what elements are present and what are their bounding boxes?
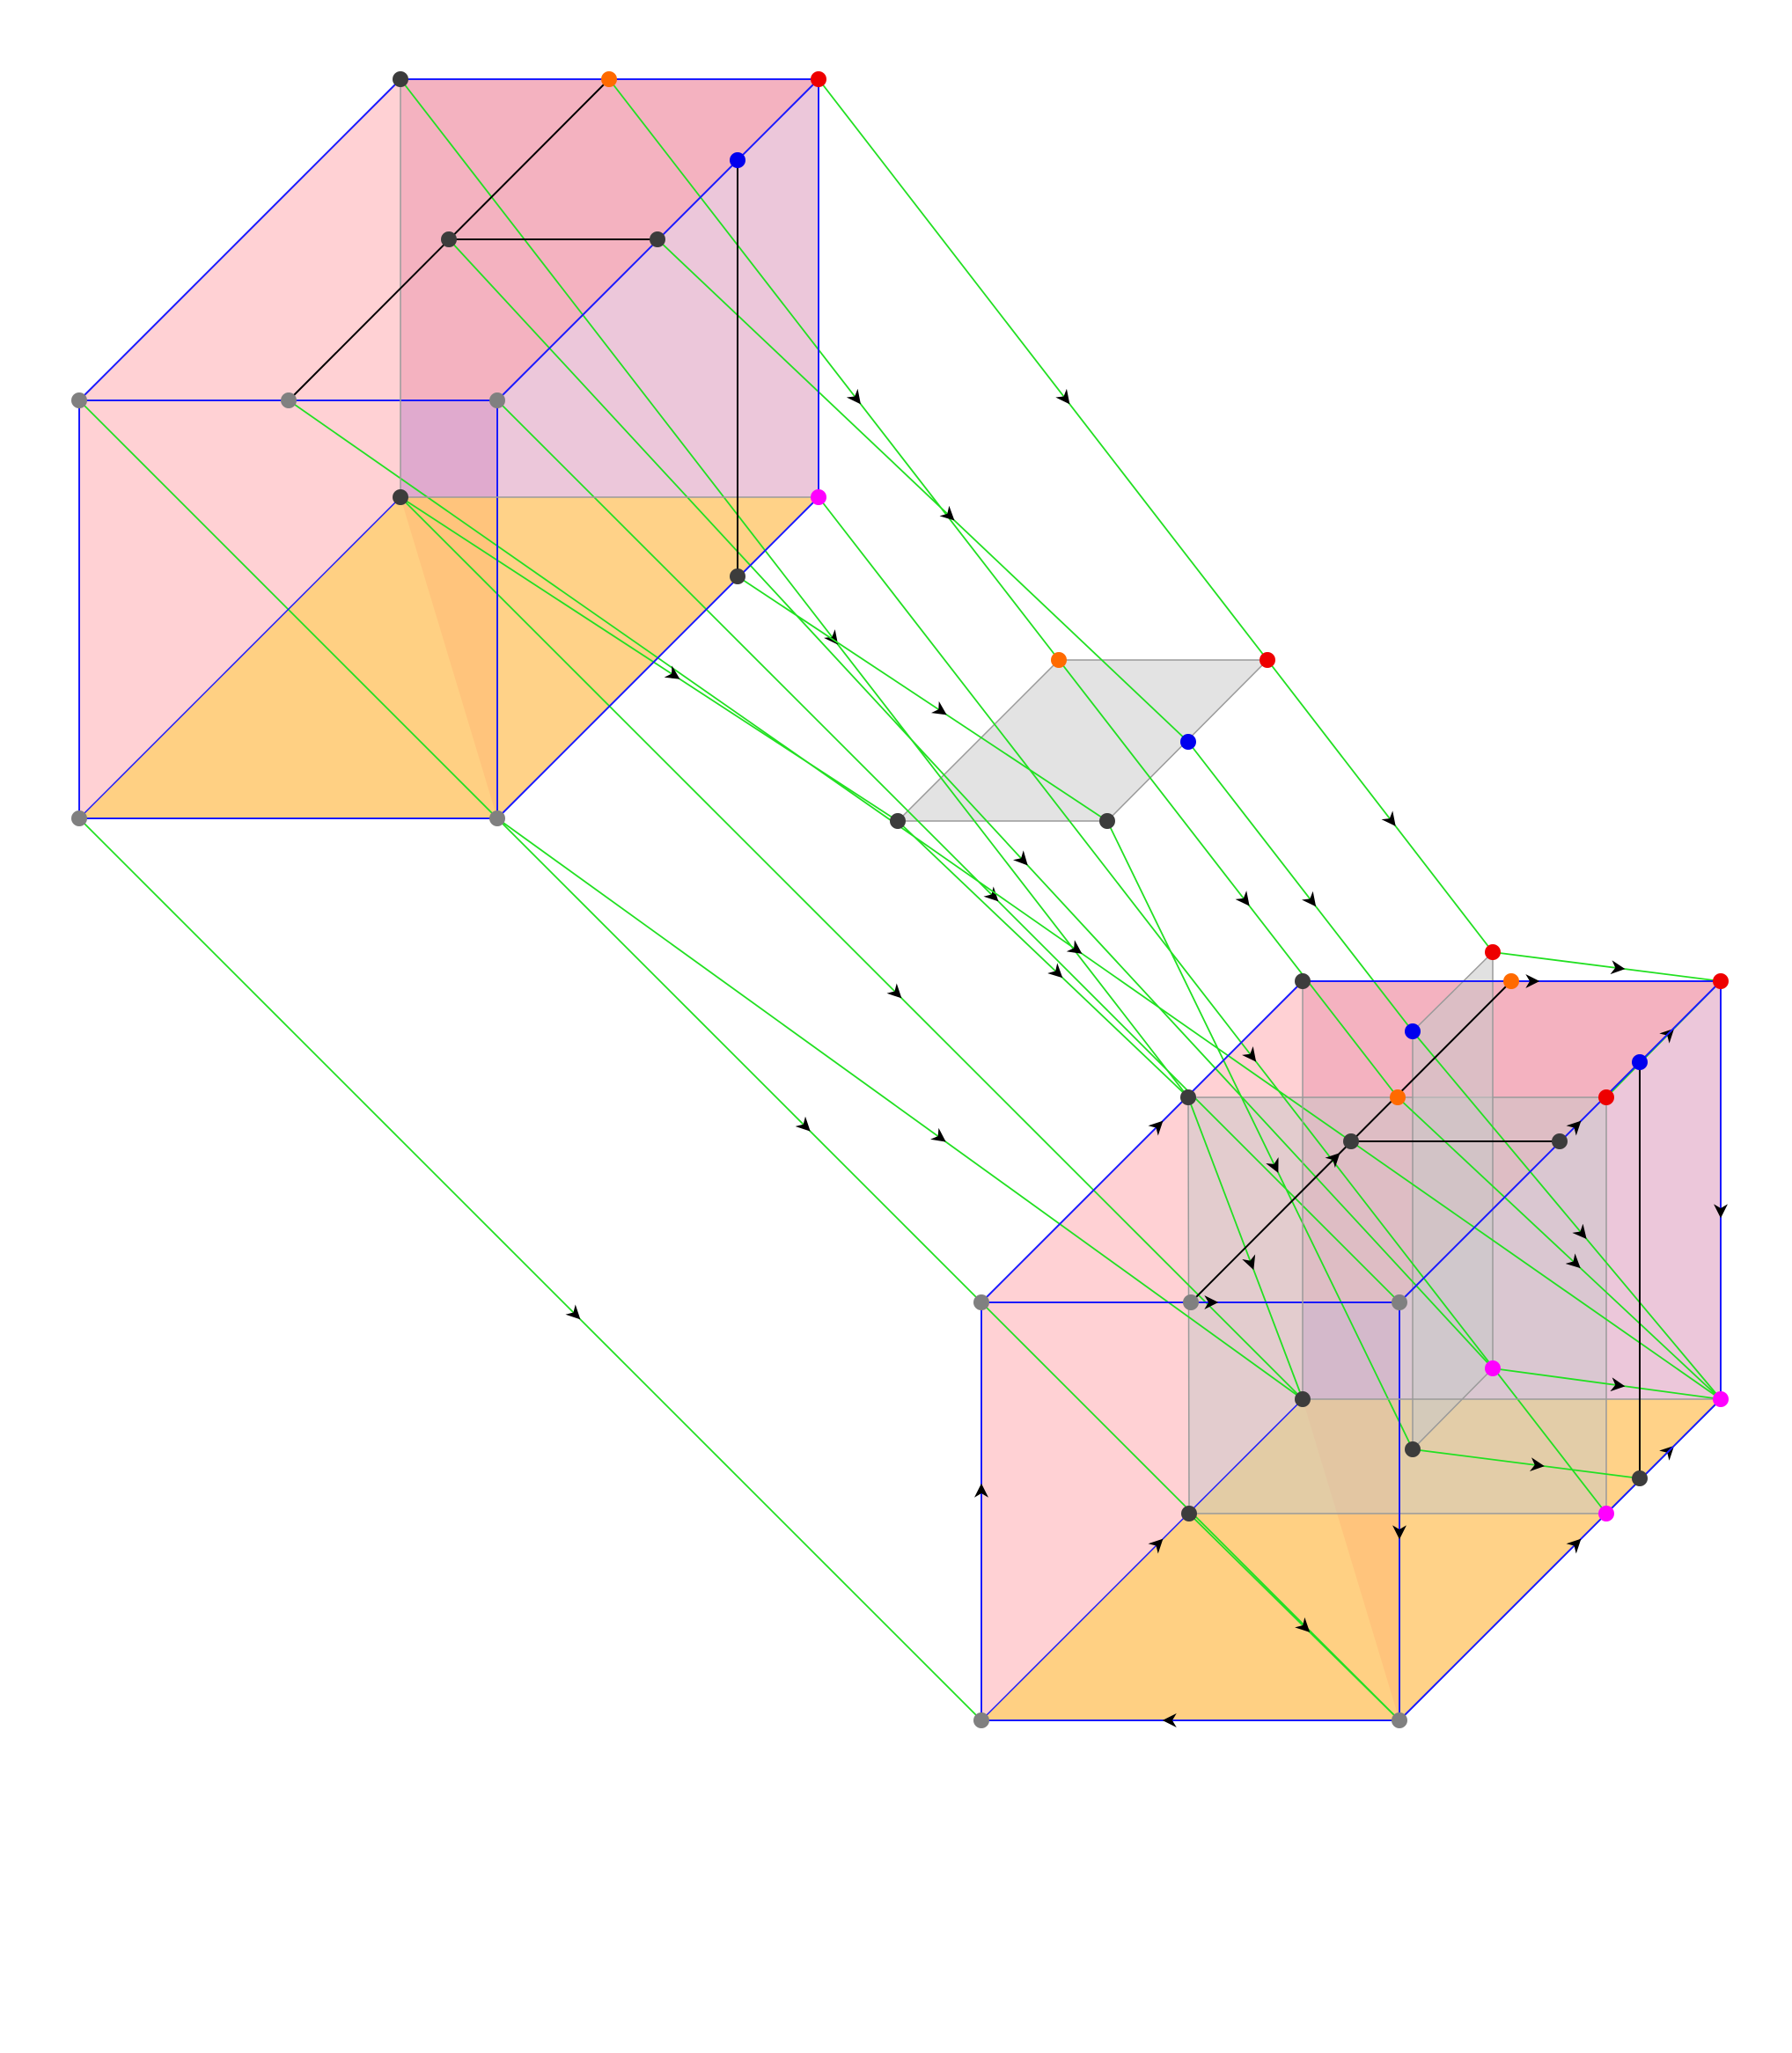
cube-a-node-back-bottom-left [393,489,408,505]
vertical-node-red [1598,1089,1614,1105]
cube-a-node-back-top-left [393,71,408,87]
side-node-blue [1405,1023,1421,1039]
cube-b-node-blue [1632,1054,1648,1070]
middle-node-blue [1180,734,1196,750]
vertical-node-magenta [1598,1506,1614,1521]
middle-node-red [1260,652,1275,668]
side-node-dark [1405,1441,1421,1457]
projection-line-5 [400,78,1189,1098]
cube-a-node-inner-bottom [730,568,745,584]
projection-line-13 [448,238,1494,1369]
projection-line-23 [897,820,1189,1098]
projection-line-10 [818,496,1607,1514]
cube-b-node-top-orange [1503,973,1519,989]
cube-a-hidden-edge-depth [78,496,401,819]
cube-a-node-back-bottom-right [811,489,826,505]
cube-a-edge-9 [496,496,819,819]
faces-layer [79,79,1721,1720]
projection-line-28 [1492,1367,1722,1400]
projection-line-1 [78,818,982,1721]
cube-b-node-inner-right [1552,1133,1568,1149]
projection-line-19 [1058,659,1399,1098]
projection-line-14 [400,496,899,822]
cube-b-hidden-edge-depth [980,1398,1304,1721]
projection-lines-layer [78,78,1722,1721]
cube-a-node-front-top-mid [281,392,297,408]
cube-b-node-back-bottom-left [1295,1391,1311,1407]
projection-line-9 [400,496,1304,1400]
cube-b-node-back-top-right [1713,973,1729,989]
cube-a-overlap-face [400,400,497,497]
cube-b-node-front-top-left [973,1294,989,1310]
projection-line-7 [818,78,1268,661]
vertical-node-orange [1390,1089,1406,1105]
projection-line-12 [288,400,1722,1400]
cube-b-node-front-top-mid [1183,1294,1199,1310]
cube-a-node-top-orange [601,71,617,87]
vertical-node-top-left [1180,1089,1196,1105]
projection-line-15 [1267,659,1494,953]
cube-b-node-inner-bottom [1632,1470,1648,1486]
projection-line-26 [1188,1513,1400,1721]
cube-a-node-inner-left [441,231,457,247]
cube-b-node-front-top-right [1392,1294,1407,1310]
cube-a-node-front-top-left [71,392,87,408]
projection-line-22 [1412,1448,1641,1479]
middle-node-dark-right [1099,813,1115,829]
middle-node-dark-left [890,813,906,829]
cube-b-edge-9 [1399,1398,1722,1721]
cube-b-node-inner-left [1343,1133,1359,1149]
projection-line-2 [78,400,1400,1721]
cube-a-node-back-top-right [811,71,826,87]
cube-a-bottom-face [79,497,819,818]
nodes-layer [71,71,1729,1728]
projection-line-4 [496,400,1400,1303]
projection-line-21 [1106,820,1414,1450]
vertical-square-side [1412,950,1494,1451]
vertical-node-bottom-left [1181,1506,1197,1521]
projection-line-16 [1492,951,1722,982]
projection-line-17 [1187,741,1414,1032]
projection-line-18 [1412,1030,1722,1400]
cube-b-node-front-bottom-right [1392,1712,1407,1728]
side-node-red [1485,944,1501,960]
cube-b-node-front-bottom-left [973,1712,989,1728]
cube-a-bottom-right-tint [400,497,819,818]
middle-node-orange [1051,652,1067,668]
projection-line-20 [1397,1096,1722,1400]
cube-b-edge-7 [980,980,1304,1303]
side-node-magenta [1485,1360,1501,1376]
cube-a-node-front-top-right [489,392,505,408]
projection-line-6 [608,78,1060,661]
projection-line-8 [657,238,1189,743]
cube-b-node-back-bottom-right [1713,1391,1729,1407]
cube-a-node-inner-right [650,231,665,247]
cube-a-edge-7 [78,78,401,401]
middle-square [896,659,1269,822]
cube-a-node-blue [730,152,745,168]
cube-a-node-front-bottom-left [71,810,87,826]
cube-b-node-back-top-left [1295,973,1311,989]
cube-a-node-front-bottom-right [489,810,505,826]
